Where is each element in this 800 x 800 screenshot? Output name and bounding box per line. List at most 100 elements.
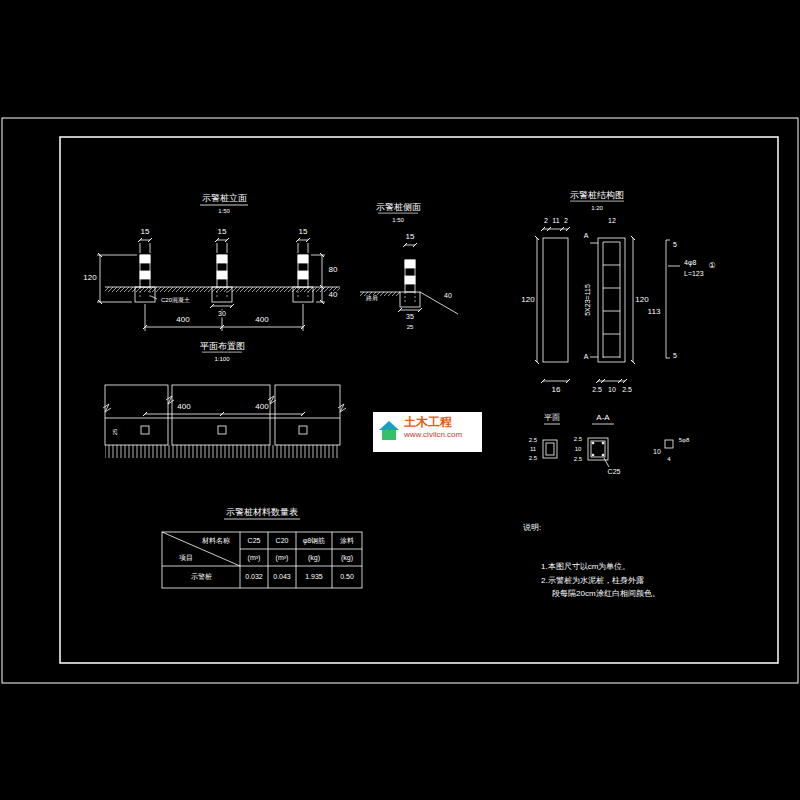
side-view xyxy=(360,213,458,314)
table-cell: 涂料 xyxy=(339,537,355,544)
part-label: 路肩 xyxy=(365,295,379,301)
dimension: 5 xyxy=(672,352,678,359)
side-view-line xyxy=(400,260,420,307)
dimension: 2.5 xyxy=(528,455,538,461)
structure-view-line xyxy=(598,238,625,362)
logo-house xyxy=(382,430,396,440)
structure-view-line xyxy=(592,454,594,456)
side-view-line xyxy=(400,310,420,311)
dimension: 11 xyxy=(551,217,560,224)
elevation-view-line xyxy=(100,255,101,302)
plan-view-line xyxy=(105,385,168,445)
dimension: 120 xyxy=(520,296,535,304)
dimension: 120 xyxy=(82,274,97,282)
dimension: 2.5 xyxy=(573,436,583,442)
dimension: 40 xyxy=(328,291,339,299)
view-title: 示警桩结构图 xyxy=(569,191,625,200)
plan-view-line xyxy=(103,396,346,412)
table-title: 示警桩材料数量表 xyxy=(225,508,299,517)
dimension: 5 xyxy=(672,241,678,248)
dimension: 15 xyxy=(217,228,228,236)
dimension: 2.5 xyxy=(591,386,603,393)
logo-url: www.civilcn.com xyxy=(404,430,475,439)
view-title: 平面 xyxy=(543,414,561,422)
table-cell: (kg) xyxy=(340,554,354,561)
structure-view-line xyxy=(592,442,594,444)
structure-view-line xyxy=(544,424,560,425)
scale-note: 1:50 xyxy=(217,208,231,214)
elevation-view-line xyxy=(140,240,150,241)
structure-view-line xyxy=(537,238,538,362)
elevation-view-line xyxy=(298,243,299,253)
structure-view-line xyxy=(543,440,557,458)
elevation-view-line xyxy=(293,255,313,302)
elevation-view-line xyxy=(322,255,323,302)
plan-view-line xyxy=(105,418,340,419)
watermark-box: 土木工程www.civilcn.com xyxy=(373,412,482,452)
structure-view-line xyxy=(604,458,609,467)
dimension: 5X23=115 xyxy=(584,283,591,317)
table-cell: (m³) xyxy=(275,554,290,561)
logo-icon xyxy=(378,419,400,441)
view-title: 示警桩立面 xyxy=(201,194,248,203)
dimension: 25 xyxy=(406,324,415,330)
plan-view-line xyxy=(141,426,149,434)
logo-roof xyxy=(379,421,399,430)
table-cell: 0.032 xyxy=(244,573,264,580)
dimension: 113 xyxy=(647,308,662,316)
elevation-view-line xyxy=(217,243,218,253)
note-text: 段每隔20cm涂红白相间颜色。 xyxy=(551,590,661,598)
elevation-view xyxy=(97,205,340,331)
dimension: 10 xyxy=(607,386,617,393)
dimension: 10 xyxy=(652,448,662,455)
elevation-view-line xyxy=(200,205,248,206)
dimension: 2 xyxy=(543,217,549,224)
dimension: 2.5 xyxy=(528,437,538,443)
table-cell: 0.043 xyxy=(272,573,292,580)
table-cell: 1.935 xyxy=(304,573,324,580)
dimension: 12 xyxy=(607,217,617,224)
plan-view-line xyxy=(299,426,307,434)
dimension: 10 xyxy=(574,446,583,452)
table-cell: φ8钢筋 xyxy=(302,537,326,544)
structure-view-line xyxy=(666,240,670,358)
side-view-line xyxy=(400,260,420,307)
scale-note: 1:50 xyxy=(391,217,405,223)
scale-note: 1:20 xyxy=(590,205,604,211)
dimension: 400 xyxy=(254,403,269,411)
material-label: C20混凝土 xyxy=(160,297,191,303)
dimension: 400 xyxy=(176,403,191,411)
table-cell: 示警桩 xyxy=(190,573,213,580)
view-title: 平面布置图 xyxy=(199,342,246,351)
structure-view-line xyxy=(665,440,673,448)
elevation-view-line xyxy=(135,255,155,302)
elevation-view-line xyxy=(303,304,304,331)
table-cell: 材料名称 xyxy=(201,537,231,544)
dimension: 2.5 xyxy=(573,456,583,462)
structure-view-line xyxy=(603,242,620,358)
table-cell: C25 xyxy=(247,537,262,544)
rebar-label: L=123 xyxy=(683,270,705,277)
dimension: 25 xyxy=(112,428,118,437)
structure-view-line xyxy=(543,381,568,382)
structure-view-line xyxy=(602,454,604,456)
material-label: C25 xyxy=(607,468,622,475)
elevation-view-line xyxy=(311,255,325,256)
dimension: 15 xyxy=(298,228,309,236)
structure-view-line xyxy=(543,238,568,362)
section-mark: A xyxy=(583,232,590,239)
note-text: 2.示警桩为水泥桩，柱身外露 xyxy=(540,577,645,585)
plan-view-line xyxy=(172,385,270,445)
elevation-view-line xyxy=(145,304,146,331)
elevation-view-line xyxy=(97,255,137,256)
side-view-line xyxy=(405,245,415,246)
elevation-view-line xyxy=(227,243,228,253)
dimension: 2.5 xyxy=(621,386,633,393)
plan-view-line xyxy=(105,445,340,458)
elevation-view-line xyxy=(145,327,303,328)
structure-view-line xyxy=(543,229,568,230)
elevation-view-line xyxy=(308,243,309,253)
elevation-view-line xyxy=(212,255,232,302)
quantity-table-line xyxy=(224,519,300,520)
dimension: 80 xyxy=(328,266,339,274)
